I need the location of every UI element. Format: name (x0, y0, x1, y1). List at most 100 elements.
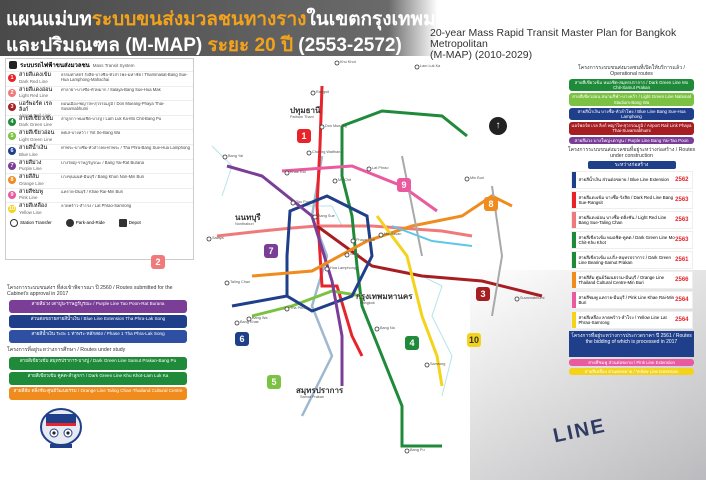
construction-head: โครงการระบบขนส่งมวลชนที่อยู่ระหว่างก่อสร… (567, 146, 696, 159)
blue-line (285, 194, 374, 313)
station-dot (366, 166, 372, 172)
station-dot (464, 176, 470, 182)
transfer-dot-icon (10, 218, 18, 227)
legend-row: 3 แอร์พอร์ต เรล ลิงก์Airport Rail Link ด… (6, 100, 193, 118)
line-color-swatch (571, 211, 576, 228)
station-label: Chaeng Watthana (312, 150, 343, 154)
station-label: Mo Chit (338, 178, 352, 182)
station-label: Bang Na (380, 326, 395, 330)
light-red-line (216, 224, 473, 238)
line-description: บางใหญ่-ราษฎร์บูรณะ / Bang Yai-Rat Buran… (61, 160, 144, 165)
header-banner: แผนแม่บทระบบขนส่งมวลชนทางรางในเขตกรุงเทพ… (0, 0, 706, 61)
station-dot (290, 200, 296, 206)
light-green-line (251, 289, 363, 318)
construction-route-card: สายสีเขียวเข้ม หมอชิต-คูคต / Dark Green … (570, 230, 693, 249)
bidding-head: โครงการที่อยู่ระหว่างการประกวดราคา ปี 25… (569, 330, 694, 357)
completion-year: 2563 (675, 196, 689, 203)
gray-line (401, 155, 423, 257)
station-dot (222, 154, 228, 160)
line-name: แอร์พอร์ต เรล ลิงก์Airport Rail Link (19, 101, 52, 119)
station-label: Don Mueang (325, 124, 347, 128)
station-dot (332, 178, 338, 184)
operational-route-bar: สายสีเขียวเข้ม หมอชิต-สมุทรปราการ / Dark… (569, 79, 694, 92)
operational-route-bar: สายสีม่วง บางใหญ่-เตาปูน / Purple Line B… (569, 136, 694, 144)
line-description: ศาลายา-บางซื่อ-หัวหมาก / Salaya-Bang Sue… (61, 87, 161, 92)
station-label: Khu Khot (340, 60, 356, 64)
title-thai-line2: และปริมณฑล (M-MAP) ระยะ 20 ปี (2553-2572… (6, 35, 402, 56)
station-label: Samrong (430, 362, 446, 366)
station-label: Siam (350, 252, 359, 256)
route-name: สายสีเขียวเข้ม หมอชิต-คูคต / Dark Green … (578, 234, 675, 245)
samut-prakan-en: Samut Prakan (300, 395, 325, 399)
line-name: สายสีชมพูPink Line (19, 188, 44, 201)
completion-year: 2566 (675, 276, 689, 283)
line-number-badge: 5 (8, 132, 16, 141)
operational-route-bar: สายสีน้ำเงิน บางซื่อ-หัวลำโพง / Blue Lin… (569, 107, 694, 121)
north-arrow-icon: ↑ (489, 117, 507, 135)
station-label: Bang Sue (318, 214, 335, 218)
legend-row: 9 สายสีชมพูPink Line แคราย-มีนบุรี / Kha… (6, 187, 193, 203)
pathum-thani-label: ปทุมธานี (290, 106, 321, 115)
waterway-3 (302, 205, 343, 227)
waterway-2 (421, 275, 453, 397)
orange-line (251, 194, 513, 278)
route-name: สายสีน้ำเงิน ส่วนต่อขยาย / Blue Line Ext… (578, 177, 669, 183)
station-label: Bang Pu (410, 448, 425, 452)
legend-symbols: Station Transfer Park-and-Ride Depot (6, 217, 193, 229)
station-dot (310, 90, 316, 96)
operational-route-bar: แอร์พอร์ต เรล ลิงก์ พญาไท-สุวรรณภูมิ / A… (569, 122, 694, 135)
station-dot (378, 232, 384, 238)
line-color-swatch (571, 191, 576, 208)
station-label: Salaya (212, 236, 224, 240)
station-dot (350, 238, 356, 244)
cabinet-approval-panel: โครงการระบบขนส่งฯ ที่ส่งเข้าพิจารณา ปี 2… (5, 284, 192, 402)
park-ride-icon (65, 218, 74, 227)
station-dot (224, 280, 230, 286)
depot-symbol: Depot (118, 218, 141, 227)
purple-line (226, 164, 344, 386)
blue-line-extension (231, 294, 288, 308)
line-color-swatch (571, 291, 576, 308)
line-description: ลาดพร้าว-สำโรง / Lat Phrao-Samrong (61, 204, 132, 209)
station-dot (312, 214, 318, 220)
station-transfer-symbol: Station Transfer (10, 218, 52, 227)
construction-route-card: สายสีเหลือง ลาดพร้าว-สำโรง / Yellow Line… (570, 310, 693, 329)
line-number-badge: 10 (8, 205, 16, 214)
station-label: Rangsit (316, 90, 329, 94)
construction-section-label: ระหว่างก่อสร้าง (587, 160, 676, 169)
map-line-badge: 7 (264, 244, 278, 258)
operational-head: โครงการระบบขนส่งมวลชนที่เปิดให้บริการแล้… (578, 65, 685, 77)
park-ride-symbol: Park-and-Ride (65, 218, 105, 227)
route-bar: สายสีม่วง เตาปูน-ราษฎร์บูรณะ / Purple Li… (9, 300, 187, 313)
line-color-swatch (571, 171, 576, 188)
line-description: บางขุนนนท์-มีนบุรี / Bang Khun Non-Min B… (61, 175, 144, 180)
station-dot (404, 448, 410, 454)
construction-route-card: สายสีแดงอ่อน บางซื่อ-ตลิ่งชัน / Light Re… (570, 210, 693, 229)
chao-phraya-river (300, 155, 334, 417)
samut-prakan-label: สมุทรปราการ (296, 386, 344, 395)
bidding-route-bar: สายสีเหลือง ส่วนต่อขยาย / Yellow Line Ex… (569, 368, 694, 376)
sky-blue-line (391, 225, 473, 247)
map-line-badge: 10 (467, 333, 481, 347)
station-label: Tha Phra (290, 306, 306, 310)
legend-title: ระบบรถไฟฟ้าขนส่งมวลชน Mass Transit Syste… (6, 59, 193, 71)
construction-route-card: สายสีแดงเข้ม บางซื่อ-รังสิต / Dark Red L… (570, 190, 693, 209)
station-label: Lam Luk Ka (420, 64, 441, 68)
station-dot (414, 64, 420, 70)
line-number-badge: 1 (8, 74, 16, 82)
line-description: แคราย-มีนบุรี / Khae Rai-Min Buri (61, 189, 123, 194)
station-label: Bang Yai (228, 154, 244, 158)
completion-year: 2562 (675, 176, 689, 183)
title-thai-line1: แผนแม่บทระบบขนส่งมวลชนทางรางในเขตกรุงเทพ… (6, 9, 495, 30)
line-number-badge: 4 (8, 117, 16, 126)
station-dot (374, 326, 380, 332)
station-label: Khae Rai (290, 170, 306, 174)
airport-rail-link (316, 224, 543, 298)
bangkok-en: Bangkok (360, 301, 375, 305)
